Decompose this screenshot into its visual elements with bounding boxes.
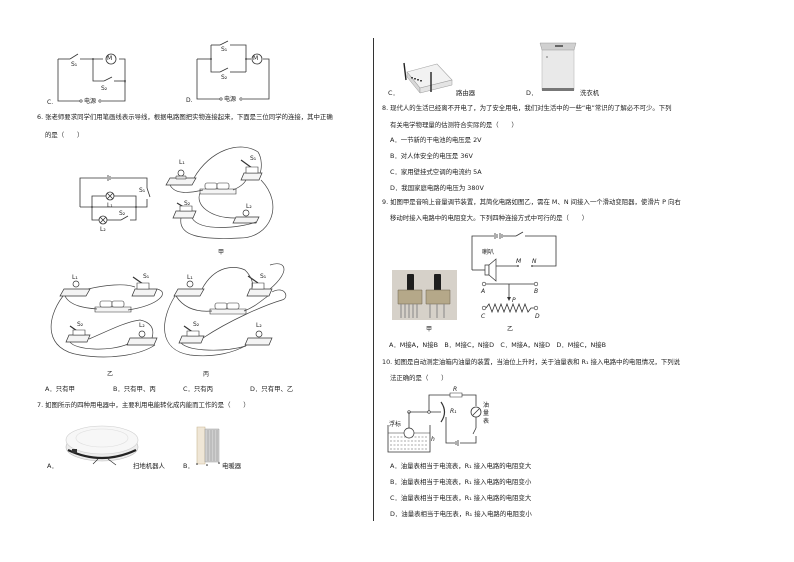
s1-label: S₁ <box>250 155 257 162</box>
s2-label: S₂ <box>119 210 126 217</box>
m-label: M <box>516 258 522 265</box>
s1-label: S₁ <box>139 187 146 194</box>
l1-label: L₁ <box>187 274 193 281</box>
q7-option-d-caption: 洗衣机 <box>580 89 600 97</box>
yi-caption: 乙 <box>507 326 514 333</box>
yi-caption: 乙 <box>107 371 114 378</box>
motor-label: M <box>253 55 259 62</box>
q8-text-line2: 有关电学物理量的估测符合实际的是（ ） <box>390 121 518 129</box>
a-label: A <box>481 288 486 295</box>
s2-label: S₂ <box>184 200 191 207</box>
q8-option-c[interactable]: C．家用壁挂式空调的电流约 5A <box>390 168 482 176</box>
s1-label: S₁ <box>260 273 267 280</box>
power-label: 电源 <box>84 98 97 105</box>
q7-option-c-caption: 路由器 <box>456 89 476 97</box>
q10-option-c[interactable]: C．油量表相当于电压表，R₁ 接入电路的电阻变大 <box>390 494 532 502</box>
l1-label: L₁ <box>179 159 185 166</box>
jia-caption: 甲 <box>218 249 225 256</box>
option-d-letter: D. <box>186 97 193 104</box>
q6-text-line1: 6. 张老师要求同学们用笔画线表示导线，根据电路图把实物连接起来，下面是三位同学… <box>37 113 333 121</box>
r1-label: R₁ <box>450 408 457 415</box>
q10-option-d[interactable]: D．油量表相当于电压表，R₁ 接入电路的电阻变小 <box>390 510 532 518</box>
bing-caption: 丙 <box>203 371 210 378</box>
b-label: B <box>534 288 539 295</box>
h-label: h <box>431 436 435 443</box>
l1-label: L₁ <box>72 274 78 281</box>
q7-option-b-caption: 电暖器 <box>222 462 242 470</box>
n-label: N <box>532 258 537 265</box>
q6-option-b[interactable]: B．只有甲、丙 <box>113 385 156 393</box>
q7-option-d-letter[interactable]: D． <box>526 89 538 97</box>
q10-text-line2: 法正确的是（ ） <box>390 374 448 382</box>
q7-option-a-letter[interactable]: A． <box>47 462 58 470</box>
q8-option-b[interactable]: B．对人体安全的电压是 36V <box>390 152 473 160</box>
l2-label: L₂ <box>256 322 262 329</box>
q6-option-a[interactable]: A．只有甲 <box>45 385 75 393</box>
d-label: D <box>535 313 540 320</box>
s2-label: S₂ <box>101 85 108 92</box>
gauge-label-3: 表 <box>483 418 490 425</box>
l2-label: L₂ <box>100 226 106 233</box>
s2-label: S₂ <box>193 321 200 328</box>
s1-label: S₁ <box>143 273 150 280</box>
speaker-label: 喇叭 <box>482 249 495 256</box>
l2-label: L₂ <box>139 322 145 329</box>
p-label: P <box>512 297 516 304</box>
q7-text: 7. 如图所示的四种用电器中，主要利用电能转化成内能而工作的是（ ） <box>37 401 250 409</box>
column-divider <box>373 38 374 521</box>
q9-options[interactable]: A．M接A，N接B B．M接C，N接D C．M接A，N接D D．M接C，N接B <box>389 341 607 349</box>
q9-text-line1: 9. 如图甲是音响上音量调节装置，其简化电路如图乙，需在 M、N 间接入一个滑动… <box>382 198 681 206</box>
q10-option-a[interactable]: A．油量表相当于电流表，R₁ 接入电路的电阻变大 <box>390 462 532 470</box>
q7-option-a-caption: 扫地机器人 <box>133 462 165 470</box>
q10-option-b[interactable]: B．油量表相当于电流表，R₁ 接入电路的电阻变小 <box>390 478 532 486</box>
q10-text-line1: 10. 如图是自动测定油箱内油量的装置，当油位上升时，关于油量表和 R₁ 接入电… <box>382 358 681 366</box>
motor-label: M <box>107 55 113 62</box>
gauge-label-2: 量 <box>483 410 490 417</box>
option-c-letter: C. <box>47 99 54 106</box>
l2-label: L₂ <box>246 203 252 210</box>
q9-text-line2: 移动时接入电路中的电阻变大。下列四种连接方式中可行的是（ ） <box>390 214 589 222</box>
q8-option-a[interactable]: A．一节新的干电池的电压是 2V <box>390 136 482 144</box>
q6-text-line2: 的是（ ） <box>45 131 84 139</box>
s2-label: S₂ <box>77 321 84 328</box>
q6-option-d[interactable]: D．只有甲、乙 <box>250 385 294 393</box>
q6-option-c[interactable]: C．只有丙 <box>183 385 214 393</box>
jia-caption: 甲 <box>426 326 433 333</box>
q7-option-c-letter[interactable]: C． <box>388 89 399 97</box>
s1-label: S₁ <box>221 46 228 53</box>
gauge-label-1: 油 <box>483 402 490 409</box>
power-label: 电源 <box>224 96 237 103</box>
q8-option-d[interactable]: D．我国家庭电路的电压为 380V <box>390 184 484 192</box>
q8-text-line1: 8. 现代人的生活已经离不开电了，为了安全用电，我们对生活中的一些“电”常识的了… <box>382 104 672 112</box>
q7-option-b-letter[interactable]: B． <box>183 462 194 470</box>
r-label: R <box>453 386 458 393</box>
s2-label: S₂ <box>221 74 228 81</box>
float-label: 浮标 <box>389 421 402 428</box>
c-label: C <box>481 313 486 320</box>
l1-label: L₁ <box>107 202 113 209</box>
s1-label: S₁ <box>71 61 78 68</box>
